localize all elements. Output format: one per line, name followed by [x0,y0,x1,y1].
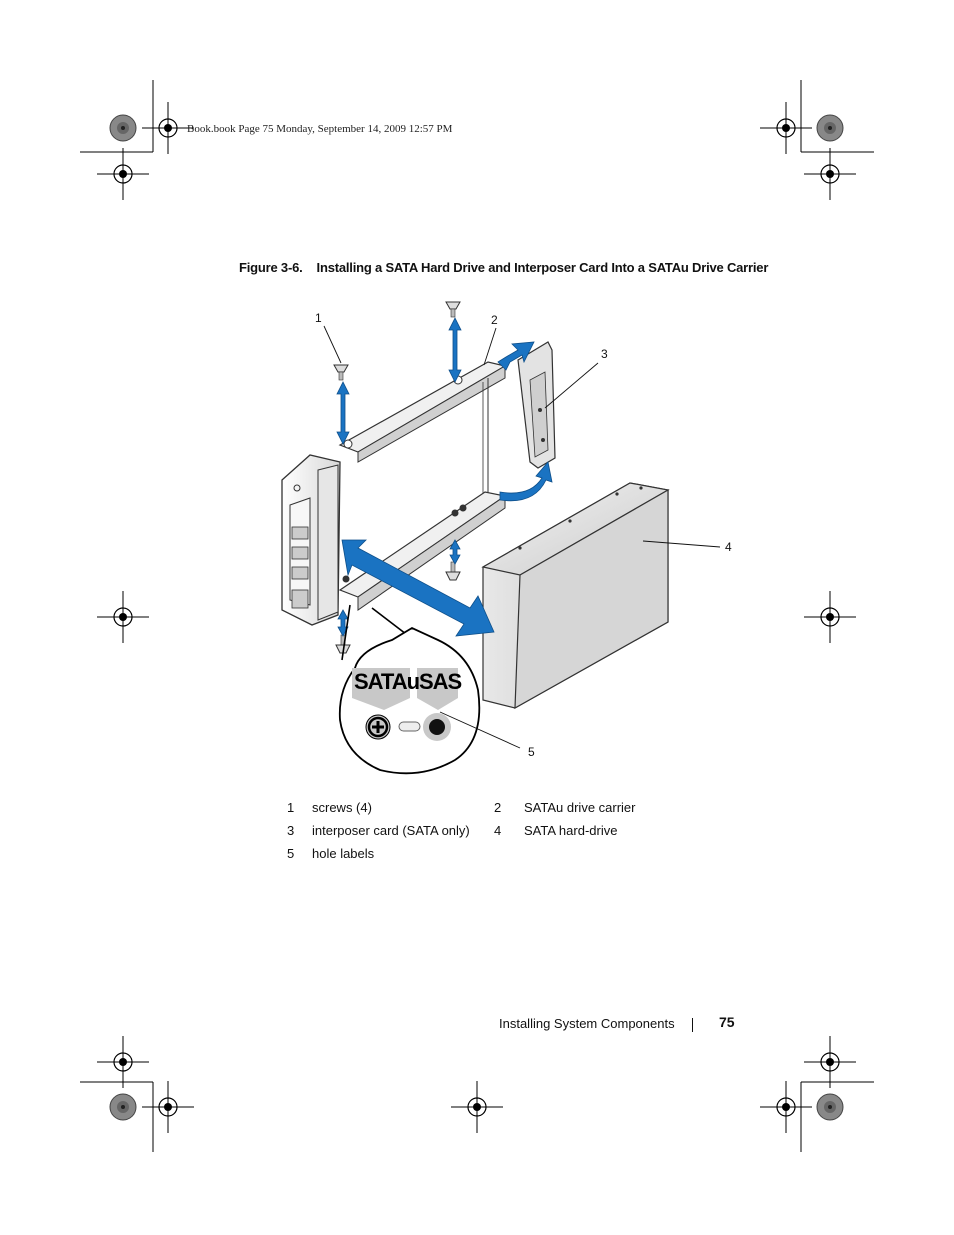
figure-number: Figure 3-6. [239,260,303,275]
sata-hard-drive [481,482,670,710]
legend-text: interposer card (SATA only) [312,823,470,838]
legend-text: SATA hard-drive [524,823,618,838]
legend-num: 5 [287,846,295,861]
screw-top-right [445,301,461,318]
arrow-screw-top-right [448,317,462,383]
registration-mark-top-left [80,80,195,201]
hole-labels-inset [338,604,481,775]
figure-title: Installing a SATA Hard Drive and Interpo… [316,260,769,275]
legend-text: SATAu drive carrier [524,800,636,815]
legend-text: hole labels [312,846,375,861]
screw-top-left [333,364,349,381]
inset-label-satau: SATAu [354,669,420,694]
slot-hole-icon [398,721,421,732]
callout-1: 1 [315,311,322,325]
inset-label-sas: SAS [419,669,462,694]
registration-mark-bottom-right [759,1035,874,1152]
legend-num: 3 [287,823,295,838]
arrow-interposer-curve [499,461,553,502]
header-stamp: Book.book Page 75 Monday, September 14, … [187,123,453,135]
page-number: 75 [719,1014,735,1030]
footer-divider [692,1018,693,1032]
leader-lines [323,325,721,749]
callout-2: 2 [491,313,498,327]
legend-num: 4 [494,823,502,838]
interposer-card [517,341,556,469]
arrows [336,317,553,637]
figure-caption: Figure 3-6. Installing a SATA Hard Drive … [239,260,768,275]
footer-section-title: Installing System Components [499,1016,675,1031]
arrow-screw-top-left [336,381,350,445]
legend-num: 1 [287,800,295,815]
registration-mark-top-right [759,80,874,201]
arrow-screw-bottom-left [337,609,349,637]
arrow-screw-bottom-mid [449,539,461,565]
screw-bottom-left [335,634,351,654]
arrow-interposer-top [497,341,535,371]
callout-4: 4 [725,540,732,554]
screw-bottom-mid [445,561,461,581]
legend-num: 2 [494,800,502,815]
callout-5: 5 [528,745,535,759]
legend-text: screws (4) [312,800,372,815]
callout-3: 3 [601,347,608,361]
arrow-drive-insert [341,539,495,637]
registration-mark-bottom-left [80,1035,195,1152]
